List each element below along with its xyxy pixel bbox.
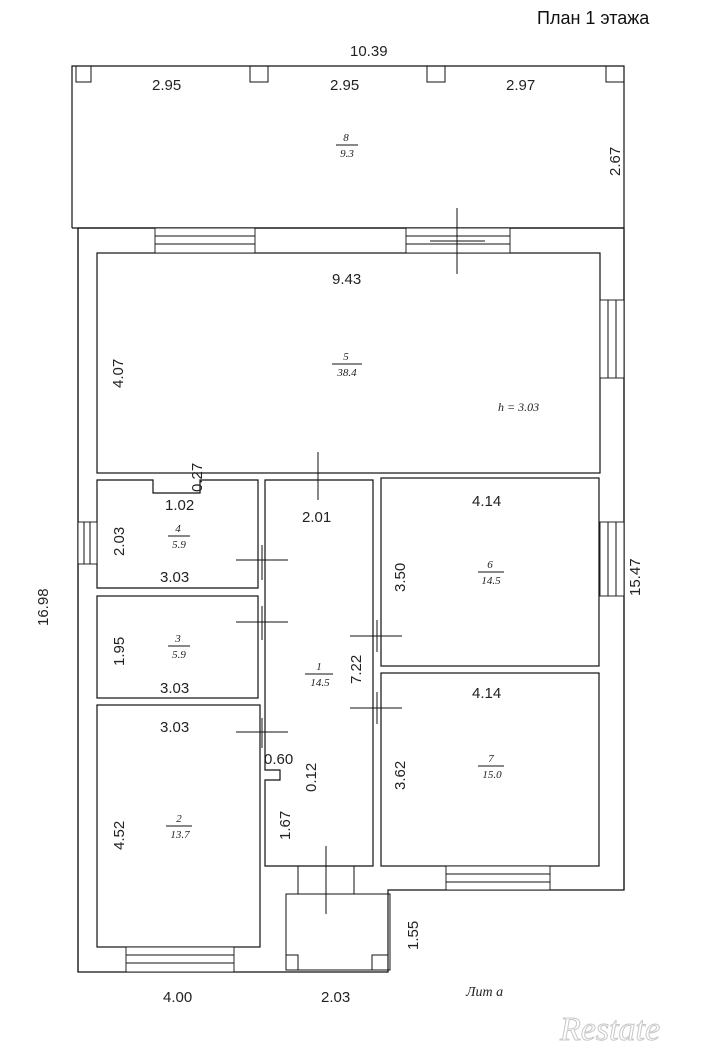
dim-top-total: 10.39 [350, 43, 388, 60]
dim-partition: 0.27 [189, 463, 206, 492]
svg-text:8: 8 [343, 132, 349, 144]
svg-text:5: 5 [343, 351, 349, 363]
lit-label: Лит а [465, 985, 503, 1000]
terrace-post [605, 65, 625, 83]
svg-text:5.9: 5.9 [172, 649, 186, 661]
svg-text:38.4: 38.4 [336, 367, 357, 379]
terrace-post [249, 65, 269, 83]
room-label-7: 7 15.0 [478, 753, 504, 781]
svg-text:3: 3 [174, 633, 181, 645]
svg-text:4: 4 [175, 523, 181, 535]
ceiling-height-label: h = 3.03 [498, 400, 539, 414]
svg-text:13.7: 13.7 [170, 829, 190, 841]
windows [77, 227, 625, 973]
dim-corridor-width: 2.01 [302, 509, 331, 526]
terrace-outline [71, 65, 625, 228]
svg-text:5.9: 5.9 [172, 539, 186, 551]
dim-room7-depth: 3.62 [392, 761, 409, 790]
dim-niche-depth: 0.12 [303, 763, 320, 792]
dim-room4-width: 3.03 [160, 569, 189, 586]
window [77, 521, 98, 565]
dim-corridor-lower: 1.67 [277, 811, 294, 840]
terrace-post [75, 65, 92, 83]
porch-outline [285, 865, 391, 971]
dim-bottom-left: 4.00 [163, 989, 192, 1006]
svg-text:15.0: 15.0 [482, 769, 502, 781]
dim-room5-width: 9.43 [332, 271, 361, 288]
dim-room5-depth: 4.07 [110, 359, 127, 388]
room-label-6: 6 14.5 [478, 559, 504, 587]
svg-text:1: 1 [316, 661, 322, 673]
room-label-1: 1 14.5 [305, 661, 333, 689]
svg-text:7: 7 [488, 753, 494, 765]
dim-niche-width: 0.60 [264, 751, 293, 768]
window [445, 865, 551, 891]
room-1-outline [264, 479, 374, 867]
room-3-outline [96, 595, 259, 699]
window [599, 521, 625, 597]
door-marks [236, 208, 485, 914]
dim-room2-depth: 4.52 [111, 821, 128, 850]
dim-room4-depth: 2.03 [111, 527, 128, 556]
dim-bottom-porch: 2.03 [321, 989, 350, 1006]
dim-terrace-seg-2: 2.95 [330, 77, 359, 94]
dim-right-total: 15.47 [627, 558, 644, 596]
svg-text:2: 2 [176, 813, 182, 825]
dim-room6-depth: 3.50 [392, 563, 409, 592]
window [154, 227, 256, 254]
dim-room7-width: 4.14 [472, 685, 501, 702]
room-4-outline [96, 479, 259, 589]
dim-terrace-seg-1: 2.95 [152, 77, 181, 94]
dim-room3-depth: 1.95 [111, 637, 128, 666]
room-label-5: 5 38.4 [332, 351, 362, 379]
room-6-outline [380, 477, 600, 667]
svg-text:14.5: 14.5 [310, 677, 330, 689]
dim-room6-width: 4.14 [472, 493, 501, 510]
dim-porch-depth: 1.55 [405, 921, 422, 950]
room-label-4: 4 5.9 [168, 523, 190, 551]
dim-corridor-length: 7.22 [348, 655, 365, 684]
dim-room2-width: 3.03 [160, 719, 189, 736]
window [599, 299, 625, 379]
svg-text:14.5: 14.5 [481, 575, 501, 587]
watermark-logo: Restate [559, 1011, 660, 1048]
dim-terrace-seg-3: 2.97 [506, 77, 535, 94]
room-label-2: 2 13.7 [166, 813, 192, 841]
plan-title: План 1 этажа [537, 8, 650, 28]
house-outer-walls [72, 227, 625, 973]
dim-room3-width: 3.03 [160, 680, 189, 697]
room-label-3: 3 5.9 [168, 633, 190, 661]
dim-terrace-depth: 2.67 [607, 147, 624, 176]
window [125, 946, 235, 973]
svg-text:9.3: 9.3 [340, 148, 354, 160]
room-label-8: 8 9.3 [336, 132, 358, 160]
dim-left-total: 16.98 [35, 588, 52, 626]
svg-text:6: 6 [487, 559, 493, 571]
dim-room4-door: 1.02 [165, 497, 194, 514]
terrace-post [426, 65, 446, 83]
